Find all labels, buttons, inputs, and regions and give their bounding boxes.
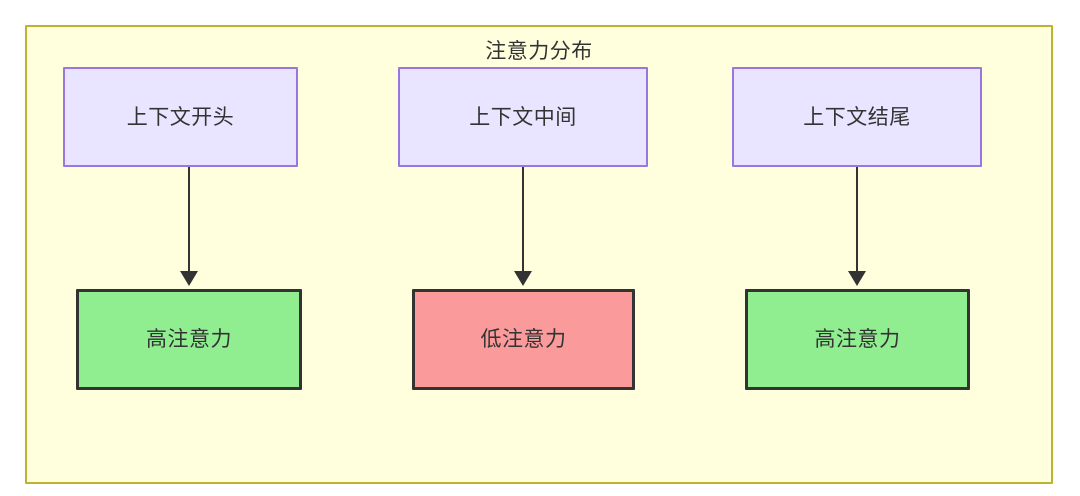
node-context-end[interactable]: 上下文结尾 bbox=[732, 67, 982, 167]
diagram-title: 注意力分布 bbox=[485, 40, 593, 63]
edge-context-start-to-high-attention bbox=[188, 167, 190, 272]
node-attention-middle[interactable]: 低注意力 bbox=[412, 289, 635, 390]
edge-context-end-to-high-attention bbox=[856, 167, 858, 272]
edge-context-middle-to-low-attention bbox=[522, 167, 524, 272]
node-context-start[interactable]: 上下文开头 bbox=[63, 67, 298, 167]
node-context-middle[interactable]: 上下文中间 bbox=[398, 67, 648, 167]
node-attention-end[interactable]: 高注意力 bbox=[745, 289, 970, 390]
node-attention-start[interactable]: 高注意力 bbox=[76, 289, 302, 390]
